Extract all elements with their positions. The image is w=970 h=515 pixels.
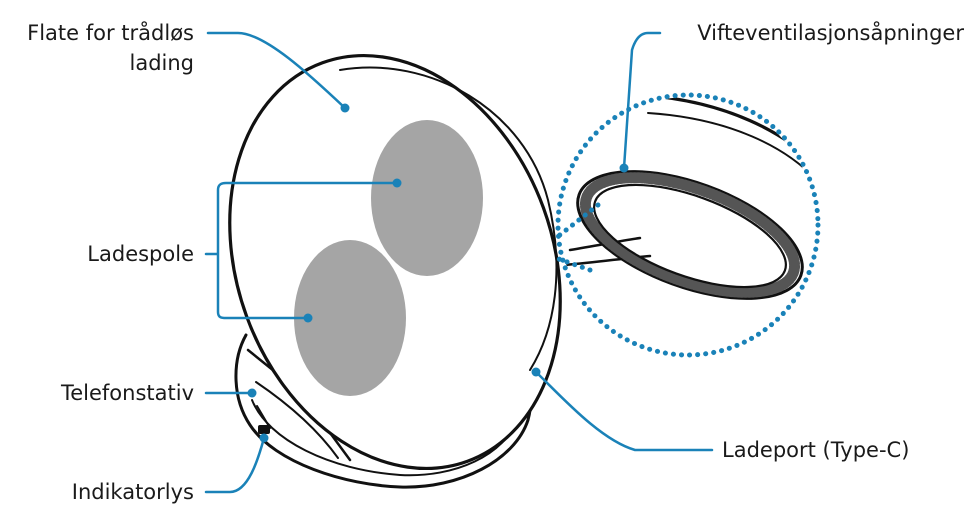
labels: Flate for trådløs lading Ladespole Telef…: [27, 20, 964, 504]
charging-coil-upper: [371, 120, 483, 276]
leader-indikatorlys-dot: [259, 433, 269, 443]
leader-lines: [204, 31, 714, 494]
stand-slot: [256, 405, 271, 429]
label-indikatorlys: Indikatorlys: [72, 480, 194, 504]
label-telefonstativ: Telefonstativ: [60, 381, 194, 405]
vent-ring-outer: [576, 170, 804, 300]
leader-ladespole-dot-upper: [392, 178, 402, 188]
leader-ladespole: [204, 181, 399, 320]
label-flate-line1: Flate for trådløs: [27, 20, 194, 45]
fan-vent-detail: [553, 92, 821, 358]
label-flate-line2: lading: [129, 51, 194, 75]
charging-coil-lower: [294, 240, 406, 396]
leader-indikatorlys: [204, 436, 266, 494]
charger-illustration: [228, 53, 562, 489]
label-vifte: Vifteventilasjonsåpninger: [697, 20, 964, 45]
leader-flate-dot: [340, 103, 350, 113]
vent-ring-grille: [579, 172, 801, 298]
charging-surface-rim: [339, 66, 558, 371]
leader-ladeport: [534, 370, 714, 452]
leader-ladeport-dot: [531, 367, 541, 377]
magnifier-connector-upper: [553, 202, 601, 241]
magnifier-dotted-circle: [555, 92, 821, 358]
label-ladeport: Ladeport (Type-C): [722, 438, 909, 462]
leader-telefonstativ-dot: [247, 388, 257, 398]
label-ladespole: Ladespole: [87, 242, 194, 266]
leader-ladespole-dot-lower: [303, 313, 313, 323]
vent-ring-inner: [593, 183, 787, 289]
leader-vifte: [622, 31, 662, 170]
leader-vifte-dot: [619, 163, 629, 173]
leader-flate: [206, 31, 347, 110]
vent-body-curve-outer: [638, 97, 816, 182]
stand-front-face-edge: [255, 381, 339, 459]
magnifier-connector-lower: [553, 255, 593, 273]
indicator-light: [258, 425, 270, 434]
